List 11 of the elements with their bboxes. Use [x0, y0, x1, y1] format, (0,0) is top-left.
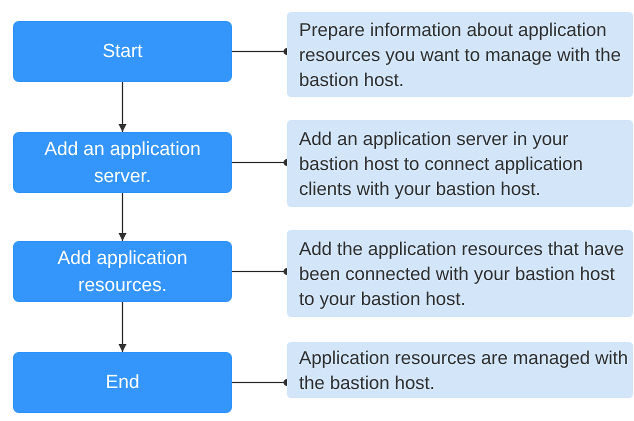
note-box: Application resources are managed with the bastion host.	[287, 342, 633, 398]
note-box: Add an application server in your bastion host to connect application clients with your bastion host.	[287, 120, 633, 207]
connector-line	[118, 193, 126, 241]
connector-line	[118, 302, 126, 352]
note-box: Add the application resources that have been connected with your bastion host to your bastion host.	[287, 230, 633, 317]
note-box: Prepare information about application resources you want to manage with the bastion host.	[287, 12, 633, 97]
process-box: Add an application server.	[13, 132, 232, 193]
process-box: End	[13, 352, 232, 413]
process-box: Add application resources.	[13, 241, 232, 302]
process-box: Start	[13, 21, 232, 82]
connector-line	[118, 82, 126, 132]
